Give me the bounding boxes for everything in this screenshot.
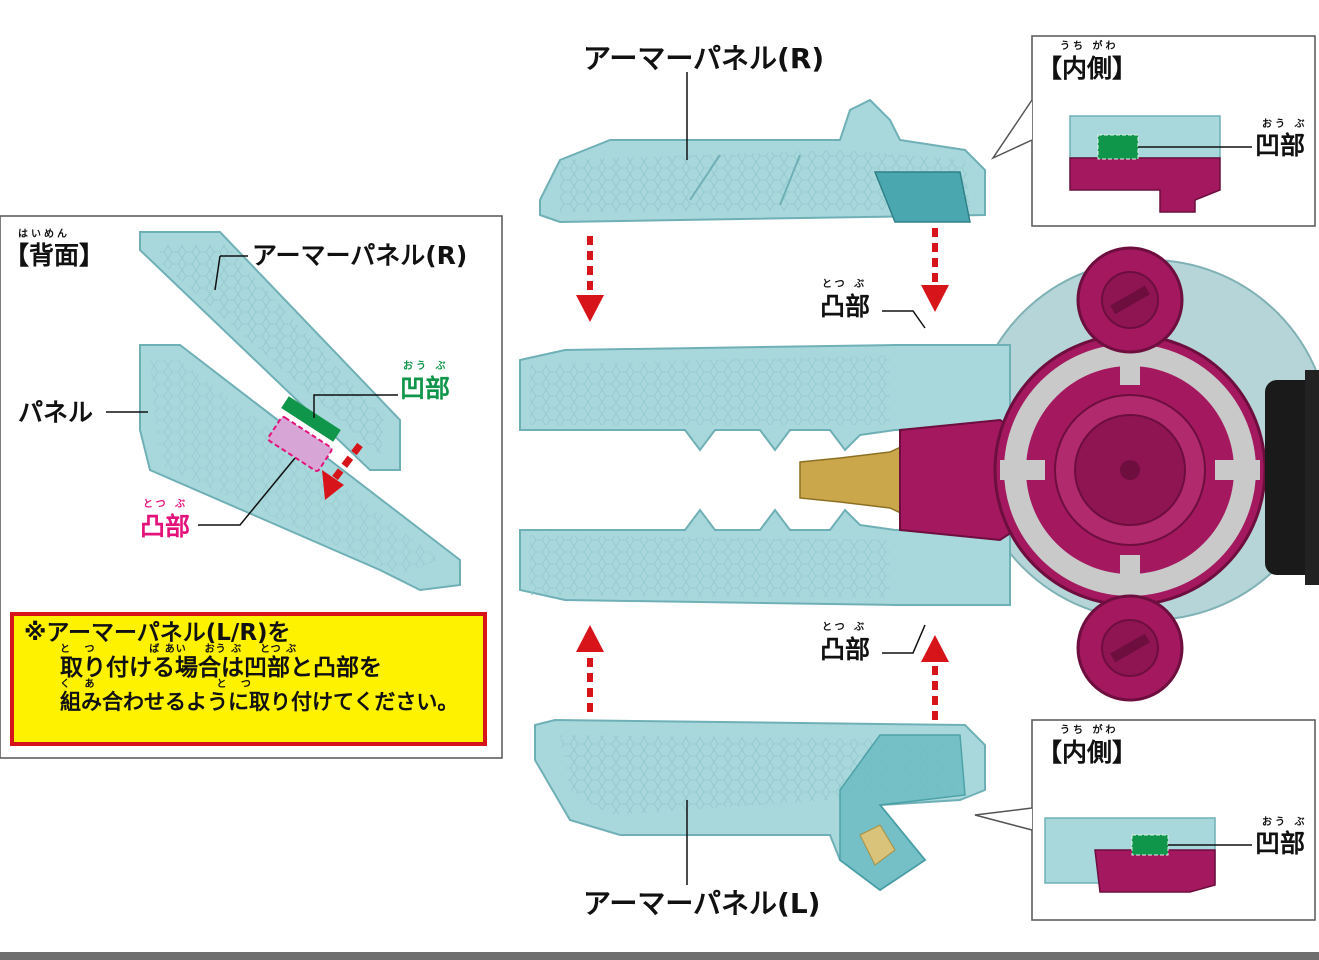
protrusion-ruby-lower: とつ ぶ xyxy=(822,622,868,633)
protrusion-ruby-upper: とつ ぶ xyxy=(822,279,868,290)
back-protrusion-label: 凸部 xyxy=(140,512,191,541)
assembly-note: ※アーマーパネル(L/R)を と つ ば あい おう ぶ とつ ぶ 取り付ける場… xyxy=(10,612,487,746)
back-armor-panel-r-label: アーマーパネル(R) xyxy=(252,241,468,270)
leader-lines xyxy=(686,72,926,885)
inner-bottom-recess-ruby: おう ぶ xyxy=(1262,817,1308,828)
panel-label: パネル xyxy=(18,398,94,427)
inner-top-heading: 【内側】 xyxy=(1037,54,1138,83)
note-line-1: ※アーマーパネル(L/R)を xyxy=(24,620,291,646)
back-recess-label: 凹部 xyxy=(400,374,451,403)
note-line-3: 組み合わせるように取り付けてください。 xyxy=(60,690,459,714)
inner-top-recess-label: 凹部 xyxy=(1255,131,1306,160)
inner-view-top-drawing xyxy=(990,35,1316,227)
inner-bottom-ruby: うち がわ xyxy=(1060,725,1119,736)
armor-panel-r-top-label: アーマーパネル(R) xyxy=(583,42,825,75)
inner-bottom-recess-label: 凹部 xyxy=(1255,829,1306,858)
armor-panel-r-top xyxy=(539,98,986,224)
armor-panel-l-bottom-label: アーマーパネル(L) xyxy=(583,887,821,920)
note-ruby-2: と つ ば あい おう ぶ とつ ぶ xyxy=(60,644,298,655)
note-line-2: 取り付ける場合は凹部と凸部を xyxy=(60,655,382,681)
back-protrusion-ruby: とつ ぶ xyxy=(143,499,189,510)
back-heading-ruby: はいめん xyxy=(18,229,70,240)
inner-top-recess-ruby: おう ぶ xyxy=(1262,119,1308,130)
back-heading: 【背面】 xyxy=(4,241,105,270)
attach-arrows xyxy=(576,228,949,720)
armor-panel-l-bottom xyxy=(534,718,986,892)
protrusion-label-upper: 凸部 xyxy=(820,292,871,321)
protrusion-label-lower: 凸部 xyxy=(820,635,871,664)
weapon-body xyxy=(519,246,1319,702)
back-recess-ruby: おう ぶ xyxy=(403,361,449,372)
inner-bottom-heading: 【内側】 xyxy=(1037,738,1138,767)
inner-view-bottom-drawing xyxy=(974,719,1316,921)
inner-top-ruby: うち がわ xyxy=(1060,41,1119,52)
note-ruby-3: く あ と つ xyxy=(60,679,252,690)
bottom-divider xyxy=(0,952,1319,960)
